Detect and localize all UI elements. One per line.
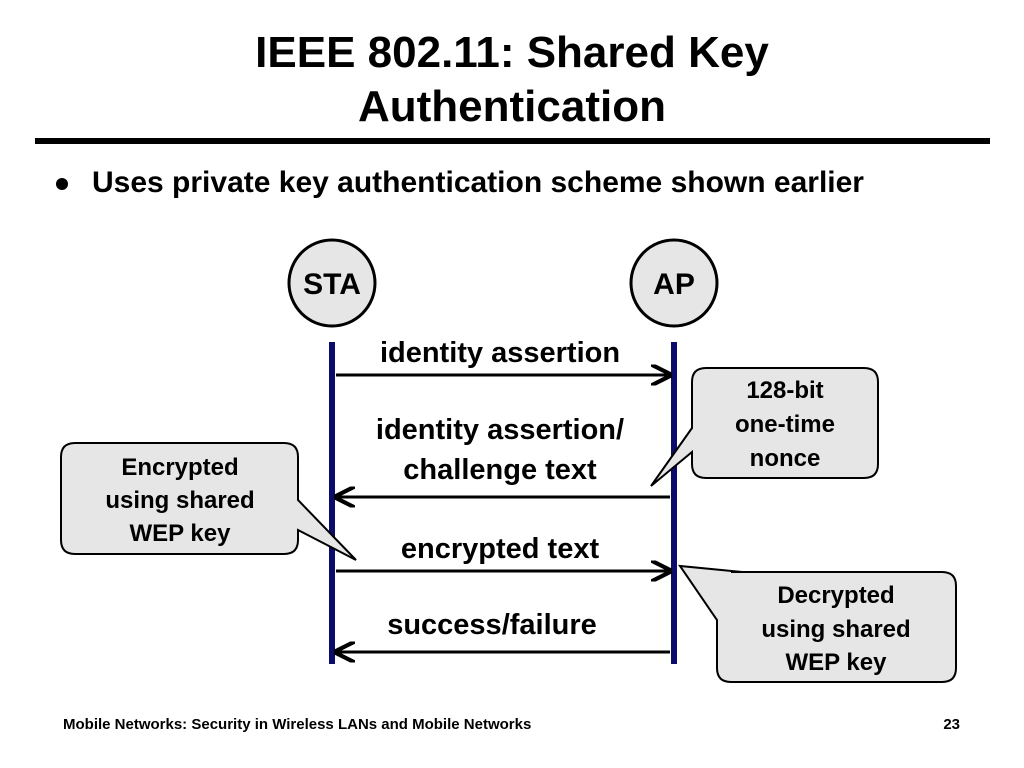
footer-course-title: Mobile Networks: Security in Wireless LA… — [63, 716, 532, 733]
bullet-icon — [56, 178, 68, 190]
callout-encrypted-line-1: Encrypted — [121, 454, 238, 481]
callout-encrypted-line-3: WEP key — [130, 520, 232, 547]
sta-node: STA — [287, 238, 377, 328]
callout-encrypted-line-2: using shared — [105, 487, 254, 514]
callout-encrypted: Encrypted using shared WEP key — [60, 442, 357, 561]
sta-label: STA — [303, 268, 361, 301]
callout-decrypted-line-1: Decrypted — [777, 582, 894, 609]
callout-decrypted-line-3: WEP key — [786, 649, 888, 676]
message-4-label: success/failure — [387, 609, 597, 641]
message-2-label-line-2: challenge text — [403, 454, 597, 486]
message-2-label-line-1: identity assertion/ — [376, 414, 624, 446]
message-1-label: identity assertion — [380, 337, 620, 369]
callout-nonce-line-1: 128-bit — [746, 377, 823, 404]
callout-decrypted: Decrypted using shared WEP key — [677, 564, 957, 683]
ap-node: AP — [629, 238, 719, 328]
page-number: 23 — [943, 716, 960, 733]
bullet-text: Uses private key authentication scheme s… — [92, 166, 864, 199]
title-line-1: IEEE 802.11: Shared Key — [255, 28, 769, 77]
callout-decrypted-line-2: using shared — [761, 616, 910, 643]
slide-title: IEEE 802.11: Shared Key Authentication — [0, 26, 1024, 134]
title-line-2: Authentication — [358, 82, 666, 131]
ap-label: AP — [653, 268, 695, 301]
title-divider — [35, 138, 990, 144]
callout-nonce-line-2: one-time — [735, 411, 835, 438]
callout-nonce: 128-bit one-time nonce — [650, 367, 879, 487]
callout-nonce-line-3: nonce — [750, 445, 821, 472]
message-3-label: encrypted text — [401, 533, 600, 565]
